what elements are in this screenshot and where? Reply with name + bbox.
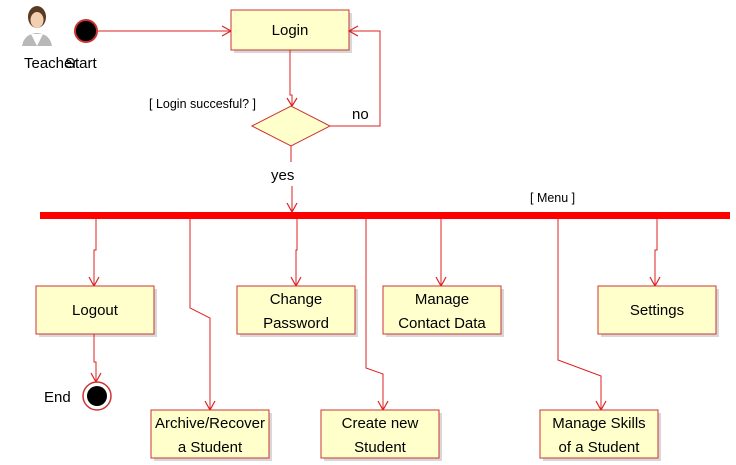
edge-to-archive (189, 219, 211, 410)
yes-label: yes (271, 167, 294, 184)
edge-to-settings (654, 219, 658, 286)
edge-to-manage-skills (557, 219, 602, 410)
archive-line1: Archive/Recover (155, 415, 265, 432)
create-line2: Student (354, 439, 407, 456)
edge-to-create (365, 219, 384, 410)
manage-skills-line2: of a Student (559, 439, 641, 456)
archive-line2: a Student (178, 439, 243, 456)
arrowhead (347, 25, 359, 37)
settings-label: Settings (630, 302, 684, 319)
edge-to-logout (93, 219, 97, 286)
end-node (82, 381, 112, 411)
manage-skills-line1: Manage Skills (552, 415, 645, 432)
edge-login-decision (289, 50, 293, 106)
decision-node (250, 105, 332, 147)
logout-node: Logout (35, 285, 157, 337)
edge-to-change-password (295, 219, 298, 286)
manage-contact-node: Manage Contact Data (382, 285, 504, 337)
teacher-actor-icon (22, 6, 52, 46)
teacher-label: Teacher (24, 55, 77, 72)
create-student-node: Create new Student (320, 409, 442, 461)
decision-guard: [ Login succesful? ] (149, 97, 256, 111)
manage-skills-node: Manage Skills of a Student (539, 409, 661, 461)
change-password-node: Change Password (236, 285, 358, 337)
start-node (74, 19, 98, 43)
start-label: Start (65, 55, 98, 72)
archive-node: Archive/Recover a Student (150, 409, 272, 461)
edge-logout-end (93, 334, 97, 382)
no-label: no (352, 106, 369, 123)
change-password-line2: Password (263, 315, 329, 332)
end-label: End (44, 389, 71, 406)
login-label: Login (272, 22, 309, 39)
change-password-line1: Change (270, 291, 323, 308)
manage-contact-line1: Manage (415, 291, 469, 308)
edge-no-loop (330, 30, 381, 127)
logout-label: Logout (72, 302, 119, 319)
manage-contact-line2: Contact Data (398, 315, 486, 332)
menu-label: [ Menu ] (530, 191, 575, 205)
settings-node: Settings (597, 285, 719, 337)
login-node: Login (230, 9, 352, 53)
fork-bar (40, 212, 730, 219)
create-line1: Create new (342, 415, 419, 432)
